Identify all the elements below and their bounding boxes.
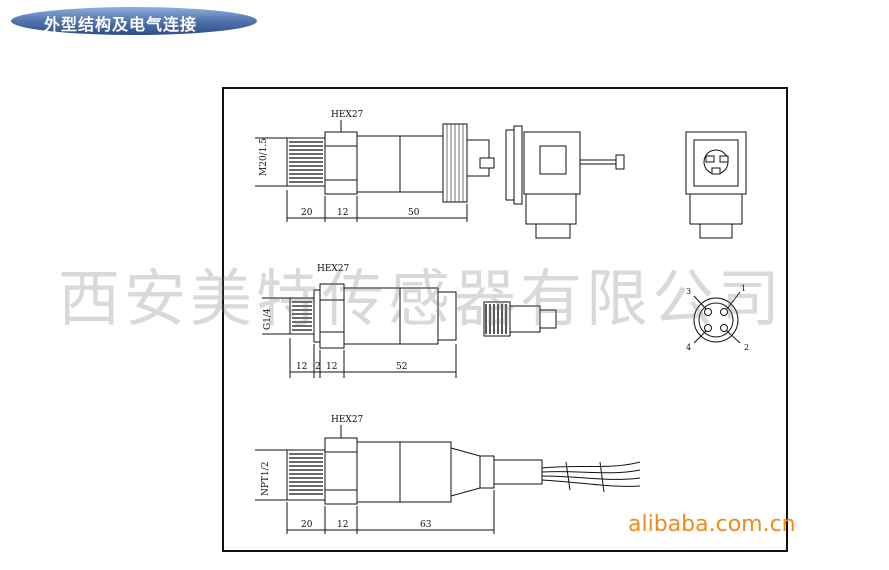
drawing-frame [222, 87, 788, 552]
pinout-diagram [693, 291, 741, 344]
sensor-1-dim-a: 20 [301, 208, 313, 218]
sensor-2-dim-a: 12 [296, 362, 307, 372]
sensor-2-dim-b: 2 [315, 362, 321, 372]
sensor-3 [255, 425, 641, 534]
company-watermark: 西安美特传感器有限公司 [58, 262, 785, 335]
sensor-2-hex-label: HEX27 [317, 264, 350, 274]
sensor-2 [262, 283, 557, 378]
sensor-3-dim-b: 12 [337, 520, 348, 530]
sensor-1-dim-c: 50 [408, 208, 420, 218]
connector-front-view [685, 131, 747, 239]
pin-label-2: 2 [744, 343, 749, 352]
sensor-1-hex-label: HEX27 [331, 110, 364, 120]
sensor-2-dim-d: 52 [396, 362, 407, 372]
pin-label-4: 4 [686, 343, 691, 352]
sensor-1-thread-label: M20/1.5 [259, 138, 269, 176]
sensor-1-dim-b: 12 [337, 208, 348, 218]
sensor-1 [255, 120, 495, 222]
thread-1 [289, 141, 323, 183]
pin-label-1: 1 [741, 284, 746, 293]
pin-label-3: 3 [686, 287, 691, 296]
sensor-3-dim-c: 63 [420, 520, 432, 530]
sensor-3-thread-label: NPT1/2 [261, 462, 271, 496]
sensor-2-thread-label: G1/4 [263, 308, 273, 330]
section-title: 外型结构及电气连接 [44, 15, 198, 34]
connector-side-view [505, 125, 625, 239]
header-banner [11, 7, 257, 35]
sensor-3-hex-label: HEX27 [331, 415, 364, 425]
sensor-3-dim-a: 20 [301, 520, 313, 530]
sensor-2-dim-c: 12 [326, 362, 337, 372]
alibaba-watermark: alibaba.com.cn [628, 512, 796, 537]
